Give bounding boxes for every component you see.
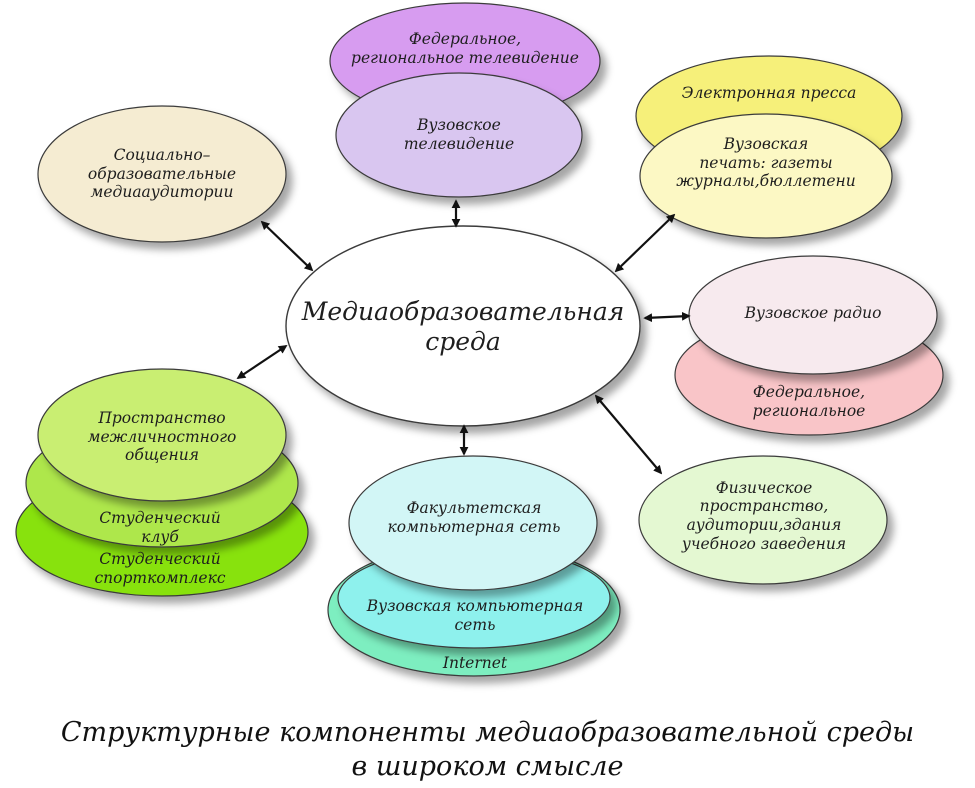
ellipse-university-press [639, 113, 893, 239]
caption-line-1: Структурные компоненты медиаобразователь… [60, 717, 915, 748]
caption-line-2: в широком смысле [351, 750, 624, 782]
ellipse-faculty-network [348, 455, 598, 591]
arrow-to-radio [643, 311, 691, 323]
ellipse-university-radio [688, 255, 938, 375]
ellipse-interpersonal-space [37, 368, 287, 502]
ellipse-center [285, 225, 641, 427]
arrow-to-interpersonal [236, 345, 288, 379]
diagram-caption: Структурные компоненты медиаобразователь… [0, 716, 975, 784]
ellipse-media-audiences [37, 105, 287, 243]
arrow-to-press [614, 213, 676, 273]
arrow-to-physical [594, 394, 663, 475]
ellipse-physical-space [638, 455, 888, 585]
ellipse-tv-university [335, 72, 583, 198]
arrow-to-audiences [260, 220, 314, 272]
